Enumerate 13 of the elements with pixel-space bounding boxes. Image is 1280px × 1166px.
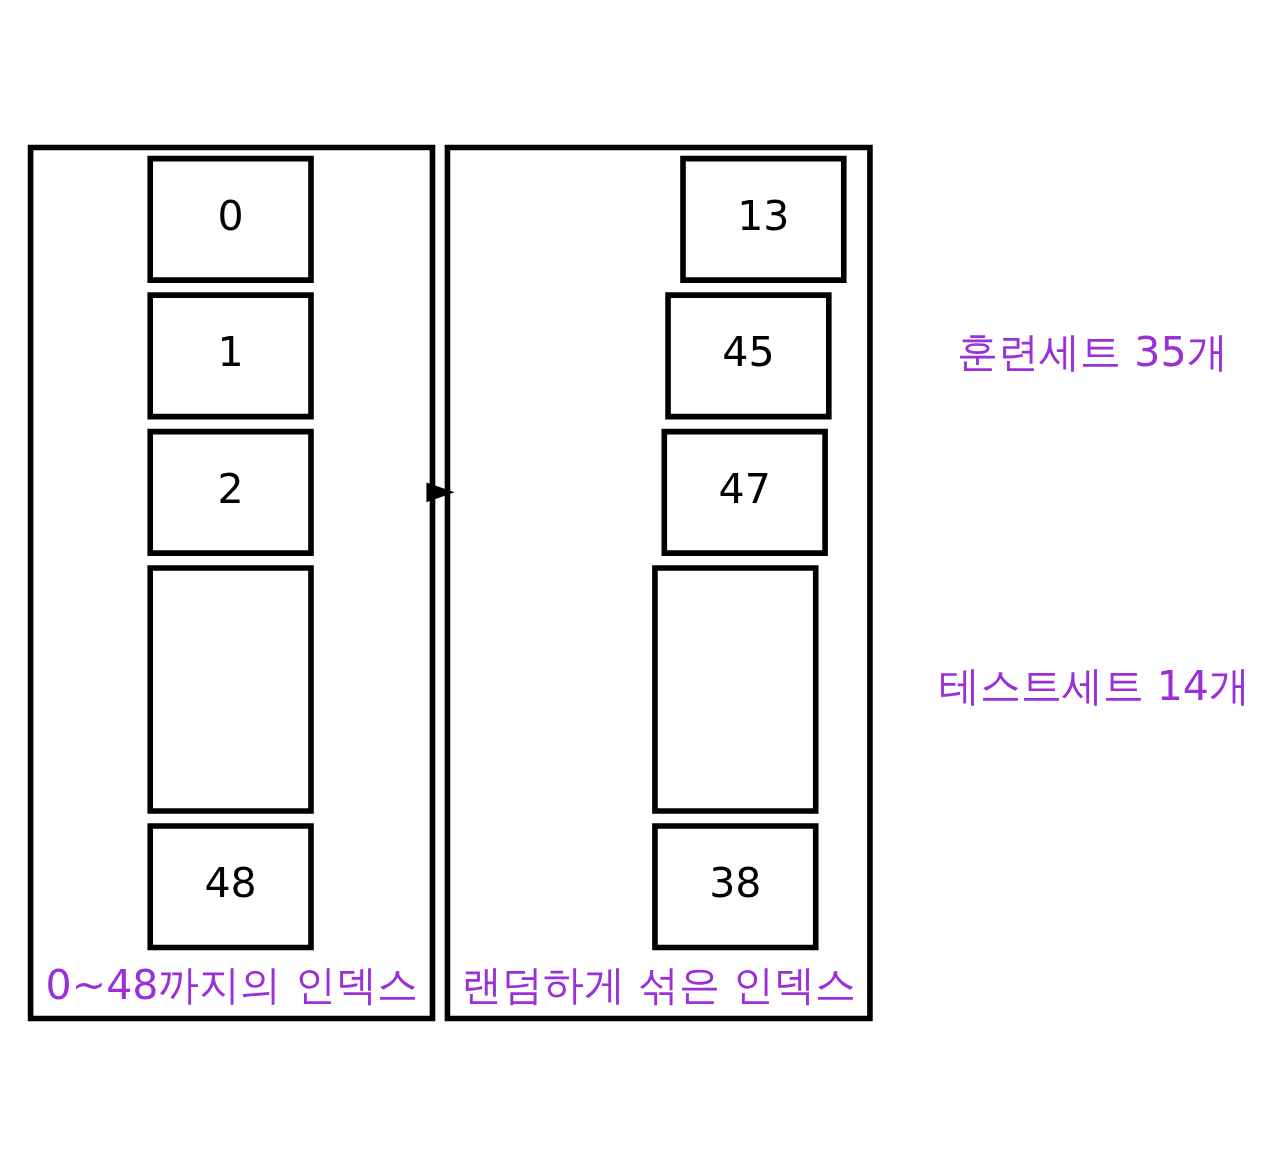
label: 훈련세트 35개 <box>957 328 1228 377</box>
node-box <box>652 565 819 814</box>
node-box: 1 <box>147 292 314 420</box>
node-box: 45 <box>665 292 832 420</box>
node-box: 48 <box>147 823 314 951</box>
node-box: 2 <box>147 428 314 556</box>
node-box: 38 <box>652 823 819 951</box>
node-box: 47 <box>661 428 828 556</box>
node-box: 0 <box>147 155 314 283</box>
node-box <box>147 565 314 814</box>
arrow <box>426 482 455 503</box>
node-box: 13 <box>680 155 847 283</box>
label: 테스트세트 14개 <box>938 662 1250 711</box>
